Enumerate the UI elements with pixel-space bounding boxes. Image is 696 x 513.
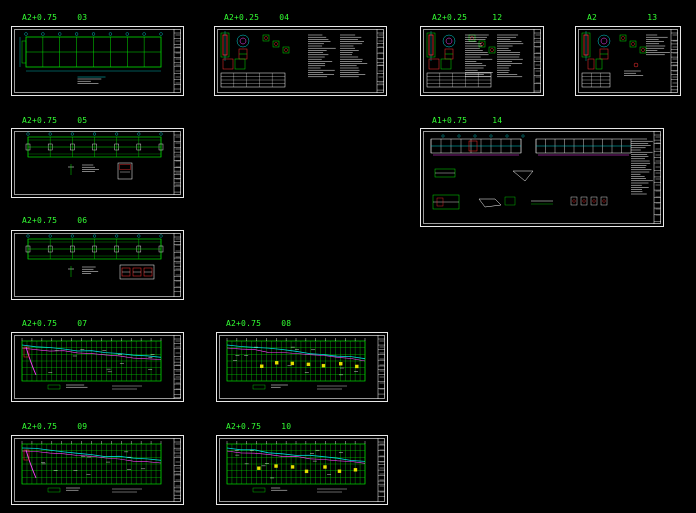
sheet-label-08: A2+0.75 08 [226,319,292,328]
sheet-drawing [578,29,678,93]
sheet-label-06: A2+0.75 06 [22,216,88,225]
sheet-drawing [14,335,181,399]
drawing-sheet-05[interactable] [11,128,184,198]
sheet-label-05: A2+0.75 05 [22,116,88,125]
sheet-label-12: A2+0.25 12 [432,13,503,22]
sheet-drawing [14,29,181,93]
sheet-drawing [14,438,181,502]
drawing-sheet-13[interactable] [575,26,681,96]
sheet-label-07: A2+0.75 07 [22,319,88,328]
drawing-sheet-08[interactable] [216,332,388,402]
drawing-sheet-04[interactable] [214,26,387,96]
drawing-sheet-12[interactable] [420,26,544,96]
sheet-label-09: A2+0.75 09 [22,422,88,431]
sheet-drawing [217,29,384,93]
sheet-label-13: A2 13 [587,13,658,22]
sheet-label-04: A2+0.25 04 [224,13,290,22]
sheet-label-14: A1+0.75 14 [432,116,503,125]
drawing-sheet-06[interactable] [11,230,184,300]
sheet-drawing [423,29,541,93]
sheet-drawing [423,131,661,224]
sheet-drawing [14,233,181,297]
sheet-drawing [219,438,385,502]
sheet-drawing [219,335,385,399]
sheet-label-10: A2+0.75 10 [226,422,292,431]
sheet-label-03: A2+0.75 03 [22,13,88,22]
drawing-sheet-07[interactable] [11,332,184,402]
sheet-drawing [14,131,181,195]
drawing-sheet-09[interactable] [11,435,184,505]
drawing-sheet-14[interactable] [420,128,664,227]
drawing-sheet-10[interactable] [216,435,388,505]
drawing-sheet-03[interactable] [11,26,184,96]
